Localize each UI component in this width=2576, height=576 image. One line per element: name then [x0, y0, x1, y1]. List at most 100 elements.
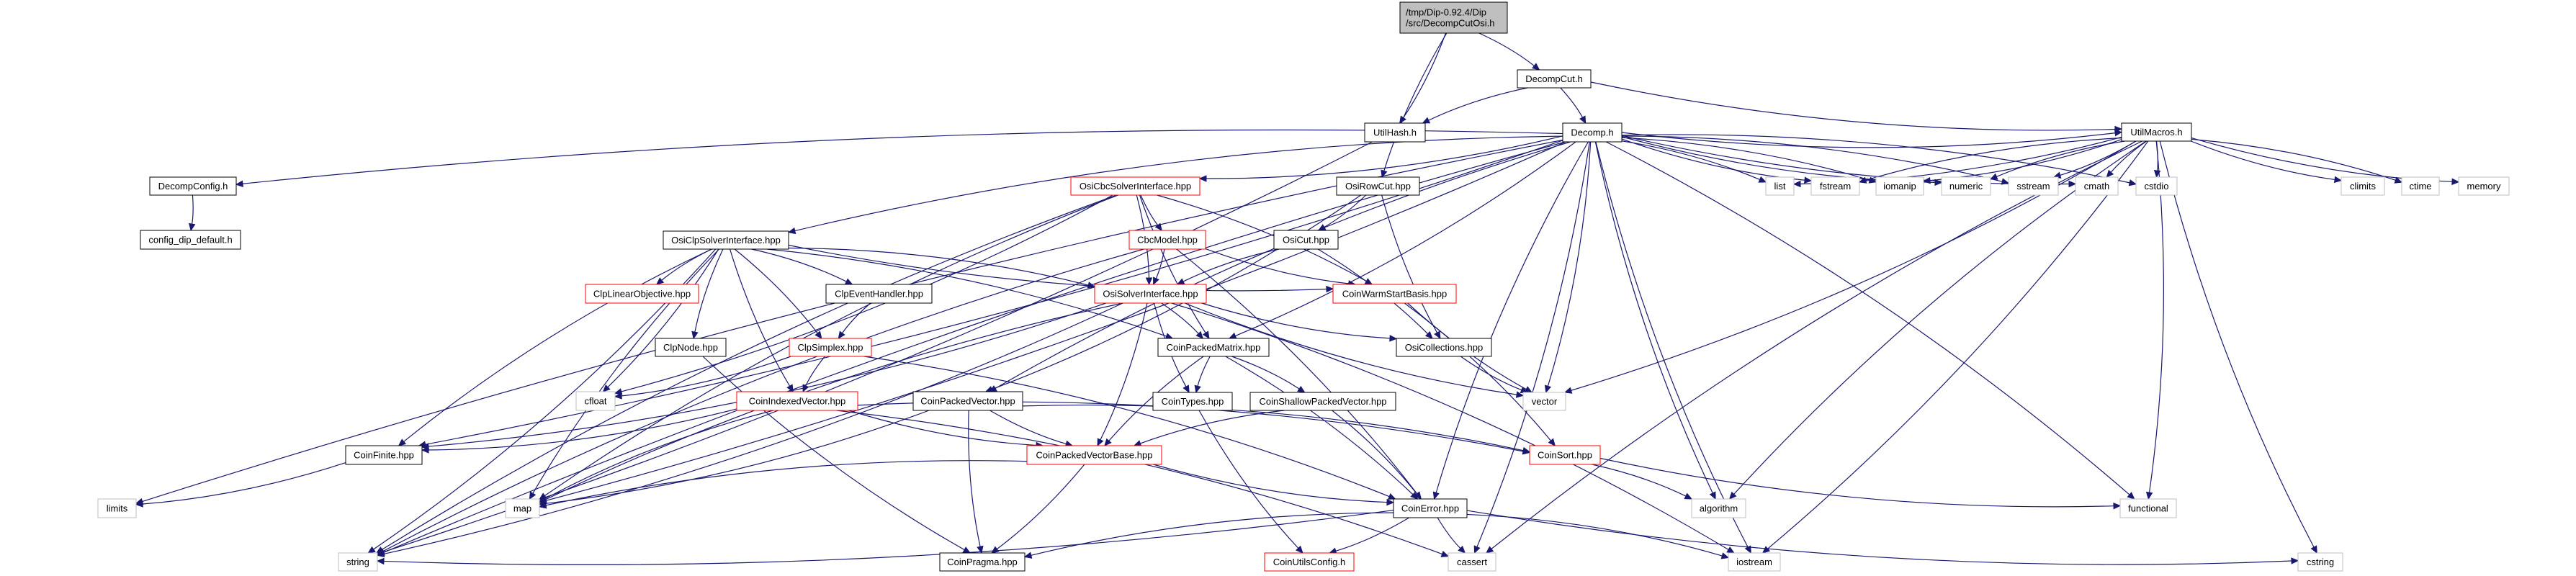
node-CoinPackedVector[interactable]: CoinPackedVector.hpp	[912, 391, 1023, 411]
node-CoinError[interactable]: CoinError.hpp	[1393, 498, 1468, 518]
edge-OsiCollections-to-vector	[1460, 356, 1522, 391]
node-label: limits	[107, 503, 128, 514]
arrowhead-icon	[1473, 545, 1481, 554]
node-CoinPackedMatrix[interactable]: CoinPackedMatrix.hpp	[1157, 338, 1270, 357]
edge-ClpSimplex-to-CoinError	[863, 356, 1390, 498]
node-label: CoinPackedMatrix.hpp	[1167, 342, 1261, 353]
node-box	[1393, 498, 1468, 518]
node-CoinSort[interactable]: CoinSort.hpp	[1529, 445, 1601, 465]
arrowhead-icon	[1458, 545, 1466, 554]
edge-CoinIndexedVector-to-map	[544, 410, 773, 500]
edge-CoinFinite-to-limits	[142, 462, 346, 505]
arrowhead-icon	[1579, 115, 1587, 125]
node-label: iostream	[1736, 557, 1772, 567]
arrowhead-icon	[2145, 491, 2153, 500]
edge-CbcModel-to-CoinError	[1176, 248, 1418, 495]
node-box	[1273, 230, 1339, 250]
node-box	[2401, 176, 2440, 196]
arrowhead-icon	[1326, 285, 1334, 293]
node-CoinWarmStartBasis[interactable]: CoinWarmStartBasis.hpp	[1332, 284, 1457, 304]
edge-OsiClpSolverInterface-to-CoinIndexedVector	[729, 248, 791, 387]
node-box	[338, 552, 378, 572]
node-OsiRowCut[interactable]: OsiRowCut.hpp	[1336, 176, 1420, 196]
node-CoinShallowPackedVector[interactable]: CoinShallowPackedVector.hpp	[1249, 392, 1396, 411]
edge-CoinTypes-to-CoinUtilsConfig	[1198, 410, 1299, 549]
node-root[interactable]: /tmp/Dip-0.92.4/Dip/src/DecompCutOsi.h	[1399, 1, 1508, 34]
node-box	[1152, 392, 1233, 411]
node-CoinTypes[interactable]: CoinTypes.hpp	[1152, 392, 1233, 411]
node-box	[1765, 176, 1795, 196]
node-label: ctime	[2409, 181, 2431, 192]
node-ClpSimplex[interactable]: ClpSimplex.hpp	[789, 338, 872, 357]
node-label: cstdio	[2145, 181, 2169, 192]
node-CoinPragma[interactable]: CoinPragma.hpp	[939, 552, 1026, 572]
node-OsiCollections[interactable]: OsiCollections.hpp	[1396, 338, 1492, 357]
node-CoinFinite[interactable]: CoinFinite.hpp	[345, 445, 423, 465]
node-ClpNode[interactable]: ClpNode.hpp	[655, 338, 727, 357]
arrowhead-icon	[655, 277, 665, 285]
arrowhead-icon	[1934, 179, 1943, 186]
node-OsiCut[interactable]: OsiCut.hpp	[1273, 230, 1339, 250]
arrowhead-icon	[421, 446, 429, 454]
node-CoinPackedVectorBase[interactable]: CoinPackedVectorBase.hpp	[1026, 445, 1162, 465]
edge-Decomp-to-OsiClpSolverInterface	[794, 135, 1563, 232]
edge-OsiCbcSolverInterface-to-CoinWarmStartBasis	[1157, 194, 1367, 282]
arrowhead-icon	[1295, 545, 1303, 554]
edge-OsiCbcSolverInterface-to-string	[382, 194, 1117, 550]
node-DecompConfig[interactable]: DecompConfig.h	[149, 176, 237, 196]
arrowhead-icon	[367, 546, 376, 554]
arrowhead-icon	[1317, 224, 1327, 231]
edge-OsiClpSolverInterface-to-CoinPackedMatrix	[766, 248, 1167, 337]
node-Decomp[interactable]: Decomp.h	[1562, 122, 1623, 143]
node-ClpLinearObjective[interactable]: ClpLinearObjective.hpp	[585, 284, 699, 304]
arrowhead-icon	[691, 330, 699, 340]
edge-OsiClpSolverInterface-to-CoinWarmStartBasis	[788, 244, 1327, 292]
node-UtilHash[interactable]: UtilHash.h	[1364, 122, 1426, 143]
node-cassert: cassert	[1448, 552, 1496, 572]
node-algorithm: algorithm	[1691, 498, 1746, 518]
edge-CoinPackedMatrix-to-CoinPackedVectorBase	[1108, 356, 1204, 441]
node-UtilMacros[interactable]: UtilMacros.h	[2121, 122, 2192, 142]
node-OsiSolverInterface[interactable]: OsiSolverInterface.hpp	[1094, 284, 1207, 304]
edge-CbcModel-to-string	[382, 248, 1144, 552]
edge-CoinError-to-CoinPragma	[1031, 512, 1394, 556]
edge-UtilMacros-to-climits	[2191, 140, 2335, 181]
node-label: string	[346, 557, 369, 567]
node-label: ClpEventHandler.hpp	[835, 289, 923, 300]
node-config_dip_default[interactable]: config_dip_default.h	[140, 230, 241, 250]
node-box	[1364, 122, 1426, 143]
arrowhead-icon	[1202, 330, 1210, 340]
node-CbcModel[interactable]: CbcModel.hpp	[1128, 230, 1206, 250]
edge-Decomp-to-cassert	[1476, 141, 1590, 547]
edge-CoinIndexedVector-to-CoinFinite	[428, 408, 737, 451]
edge-OsiSolverInterface-to-iostream	[1171, 302, 1729, 550]
node-box	[1941, 176, 1991, 196]
arrowhead-icon	[1440, 550, 1450, 557]
arrowhead-icon	[1297, 385, 1306, 393]
edge-Decomp-to-functional	[1605, 141, 2130, 495]
node-iostream: iostream	[1728, 552, 1781, 572]
edge-OsiClpSolverInterface-to-ClpNode	[694, 248, 724, 333]
node-OsiClpSolverInterface[interactable]: OsiClpSolverInterface.hpp	[663, 230, 789, 250]
node-label: DecompConfig.h	[158, 181, 228, 192]
edge-Decomp-to-DecompConfig	[242, 129, 1563, 184]
edge-CoinPackedMatrix-to-CoinError	[1225, 356, 1414, 495]
node-box	[1728, 552, 1781, 572]
arrowhead-icon	[814, 330, 822, 339]
node-CoinIndexedVector[interactable]: CoinIndexedVector.hpp	[736, 391, 858, 411]
node-OsiCbcSolverInterface[interactable]: OsiCbcSolverInterface.hpp	[1070, 176, 1201, 196]
edge-CoinPackedVectorBase-to-map	[545, 460, 1028, 506]
node-DecompCut[interactable]: DecompCut.h	[1517, 69, 1592, 89]
node-ClpEventHandler[interactable]: ClpEventHandler.hpp	[825, 284, 933, 304]
arrowhead-icon	[1792, 180, 1801, 188]
edge-Decomp-to-string	[383, 141, 1566, 554]
node-CoinUtilsConfig[interactable]: CoinUtilsConfig.h	[1264, 552, 1355, 572]
nodes-layer: /tmp/Dip-0.92.4/Dip/src/DecompCutOsi.hUt…	[97, 1, 2510, 572]
node-label: OsiCbcSolverInterface.hpp	[1080, 181, 1191, 192]
arrowhead-icon	[2068, 180, 2077, 188]
arrowhead-icon	[977, 545, 984, 554]
node-label: CoinPackedVector.hpp	[920, 396, 1015, 407]
node-label: OsiClpSolverInterface.hpp	[671, 235, 781, 246]
node-label: /tmp/Dip-0.92.4/Dip	[1406, 7, 1486, 18]
edge-OsiRowCut-to-OsiCollections	[1381, 194, 1438, 333]
